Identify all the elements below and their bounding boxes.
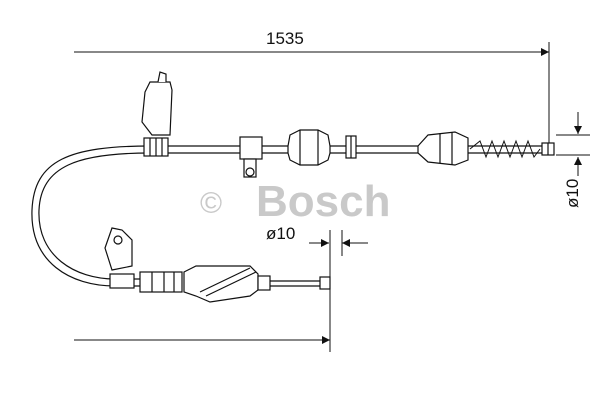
right-ferrule [417,131,469,166]
cable-collar [345,135,357,159]
clip-hole [245,167,255,177]
grommet-body [287,129,331,166]
lower-mounting-bracket [104,227,135,289]
return-spring [469,139,541,159]
left-diameter-label: ø10 [266,224,295,243]
lower-bellows [183,265,259,303]
lower-bracket-plate [104,227,133,271]
housing-body [139,271,183,293]
overall-length-dimension [74,42,550,148]
upper-mounting-bracket [141,71,173,157]
overall-length-label: 1535 [266,29,304,48]
ferrule-body [417,131,469,166]
right-diameter-dimension [556,112,590,176]
bellows-body [183,265,259,303]
brand-watermark: Bosch [256,177,390,226]
left-diameter-dimension [309,230,368,352]
lower-bracket-clamp [109,273,135,289]
lower-housing [139,271,183,293]
lower-bracket-hole [113,235,123,245]
spring-coil [469,139,541,159]
watermark: © Bosch [200,177,390,226]
right-end-fitting [541,142,555,156]
cable-grommet [287,129,331,166]
copyright-symbol: © [200,187,222,220]
lower-end-nipple [319,276,331,290]
lower-cable-end [257,275,331,291]
lower-collar [257,275,271,291]
bracket-plate [141,81,173,136]
bracket-tab [157,71,167,83]
right-diameter-label: ø10 [563,179,582,208]
middle-clip [239,136,263,178]
clip-body [239,136,263,160]
